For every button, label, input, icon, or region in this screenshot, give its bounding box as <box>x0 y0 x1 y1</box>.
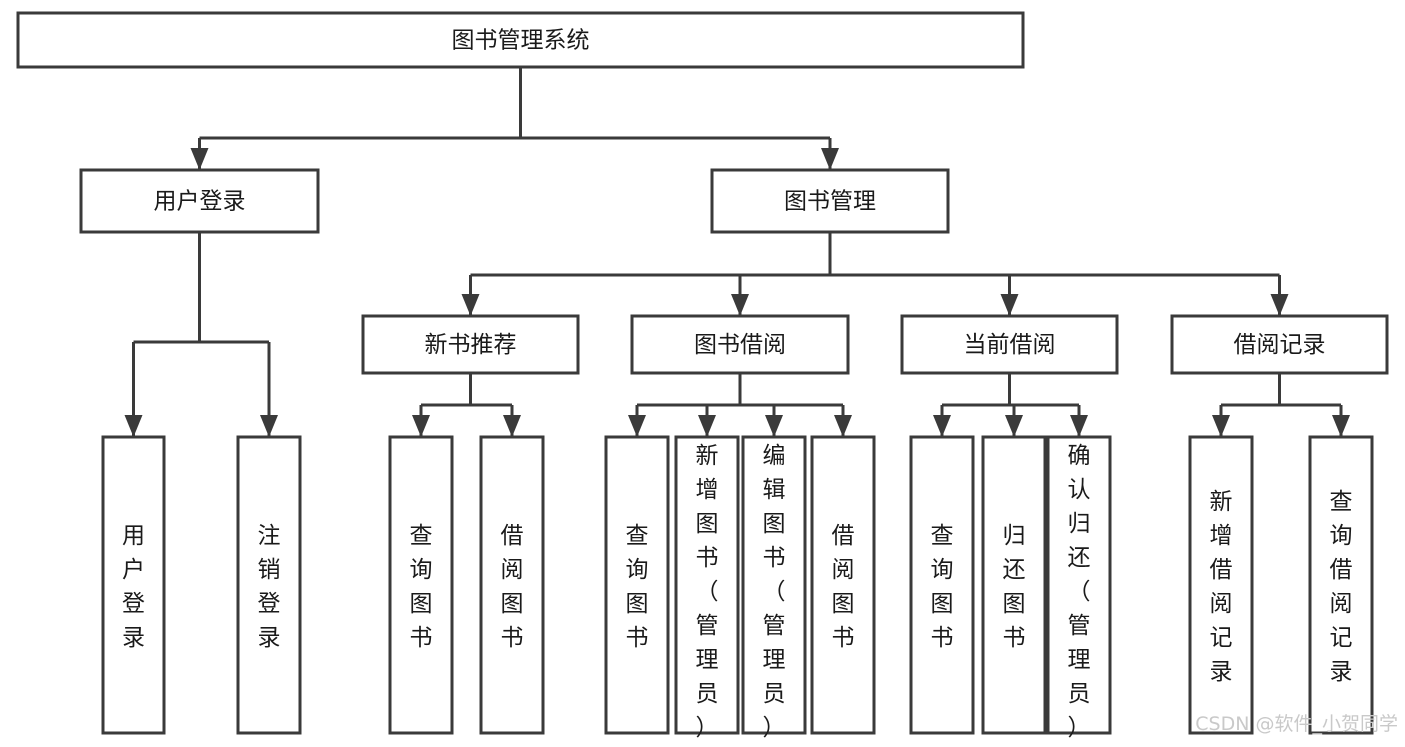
node-label: 借阅记录 <box>1234 332 1326 358</box>
node-label: 图书借阅 <box>694 332 786 358</box>
level3-node-current-borrow[interactable]: 当前借阅 <box>900 314 1119 375</box>
arrow-head <box>503 415 521 437</box>
leaf-node-leaf-edit-book[interactable]: 编辑图书（管理员） <box>741 435 807 741</box>
node-label-vertical: 查询图书 <box>626 523 649 651</box>
node-label: 新书推荐 <box>425 332 517 358</box>
node-label-vertical: 注销登录 <box>258 523 281 651</box>
node-box <box>79 168 320 234</box>
node-box <box>1308 435 1374 735</box>
node-box <box>1046 435 1112 735</box>
arrow-head <box>412 415 430 437</box>
node-box <box>16 11 1025 69</box>
node-label-vertical: 查询图书 <box>931 523 954 651</box>
arrow-head <box>1005 415 1023 437</box>
leaf-node-leaf-return-book[interactable]: 归还图书 <box>981 435 1047 735</box>
arrow-head <box>933 415 951 437</box>
node-box <box>236 435 302 735</box>
node-label: 当前借阅 <box>964 332 1056 358</box>
node-box <box>101 435 166 735</box>
leaf-node-leaf-user-login[interactable]: 用户登录 <box>101 435 166 735</box>
node-label-vertical: 新增借阅记录 <box>1210 489 1233 685</box>
level2-node-book-manage[interactable]: 图书管理 <box>710 168 950 234</box>
leaf-node-leaf-add-record[interactable]: 新增借阅记录 <box>1188 435 1254 735</box>
arrow-head <box>834 415 852 437</box>
node-label-vertical: 用户登录 <box>122 523 145 651</box>
arrow-head <box>821 148 839 170</box>
root-node-book-management-system[interactable]: 图书管理系统 <box>16 11 1025 69</box>
leaf-node-leaf-add-book[interactable]: 新增图书（管理员） <box>674 435 740 741</box>
arrow-head <box>1332 415 1350 437</box>
arrow-head <box>1070 415 1088 437</box>
arrow-head <box>461 294 480 316</box>
node-label-vertical: 查询借阅记录 <box>1330 489 1353 685</box>
node-box <box>361 314 580 375</box>
arrow-head <box>698 415 716 437</box>
arrow-head <box>765 415 783 437</box>
level3-node-new-book-rec[interactable]: 新书推荐 <box>361 314 580 375</box>
arrow-head <box>260 415 278 437</box>
node-label-vertical: 借阅图书 <box>832 523 855 651</box>
leaf-node-leaf-borrow-book-1[interactable]: 借阅图书 <box>479 435 545 735</box>
leaf-node-leaf-query-book-1[interactable]: 查询图书 <box>388 435 454 735</box>
node-label: 图书管理系统 <box>452 28 590 54</box>
node-box <box>741 435 807 735</box>
node-label-vertical: 新增图书（管理员） <box>696 443 719 741</box>
node-box <box>604 435 670 735</box>
leaf-node-leaf-query-record[interactable]: 查询借阅记录 <box>1308 435 1374 735</box>
node-box <box>981 435 1047 735</box>
node-box <box>479 435 545 735</box>
node-label-vertical: 查询图书 <box>410 523 433 651</box>
leaf-node-leaf-user-logout[interactable]: 注销登录 <box>236 435 302 735</box>
node-box <box>630 314 850 375</box>
arrow-head <box>190 148 209 170</box>
node-box <box>909 435 975 735</box>
node-box <box>1170 314 1389 375</box>
arrow-head <box>124 415 143 437</box>
node-label: 图书管理 <box>784 189 876 215</box>
arrow-head <box>1000 294 1019 316</box>
node-label-vertical: 确认归还（管理员） <box>1068 443 1091 741</box>
arrow-head <box>1270 294 1289 316</box>
leaf-node-leaf-query-book-3[interactable]: 查询图书 <box>909 435 975 735</box>
node-box <box>674 435 740 735</box>
node-box <box>388 435 454 735</box>
node-label-vertical: 编辑图书（管理员） <box>763 443 786 741</box>
node-box <box>710 168 950 234</box>
leaf-node-leaf-borrow-book-2[interactable]: 借阅图书 <box>810 435 876 735</box>
level3-node-borrow-record[interactable]: 借阅记录 <box>1170 314 1389 375</box>
watermark-label: CSDN @软件_小贺同学 <box>1195 713 1398 735</box>
level3-node-book-borrow[interactable]: 图书借阅 <box>630 314 850 375</box>
node-box <box>900 314 1119 375</box>
arrow-head <box>731 294 749 316</box>
node-box <box>810 435 876 735</box>
node-label-vertical: 借阅图书 <box>501 523 524 651</box>
connectors-layer <box>124 67 1350 437</box>
leaf-node-leaf-query-book-2[interactable]: 查询图书 <box>604 435 670 735</box>
node-label: 用户登录 <box>154 189 246 215</box>
node-box <box>1188 435 1254 735</box>
node-label-vertical: 归还图书 <box>1003 523 1026 651</box>
arrow-head <box>628 415 646 437</box>
leaf-node-leaf-confirm-return[interactable]: 确认归还（管理员） <box>1046 435 1112 741</box>
boxes-layer: 图书管理系统用户登录图书管理新书推荐图书借阅当前借阅借阅记录用户登录注销登录查询… <box>16 11 1389 741</box>
level2-node-user-login[interactable]: 用户登录 <box>79 168 320 234</box>
arrow-head <box>1212 415 1230 437</box>
